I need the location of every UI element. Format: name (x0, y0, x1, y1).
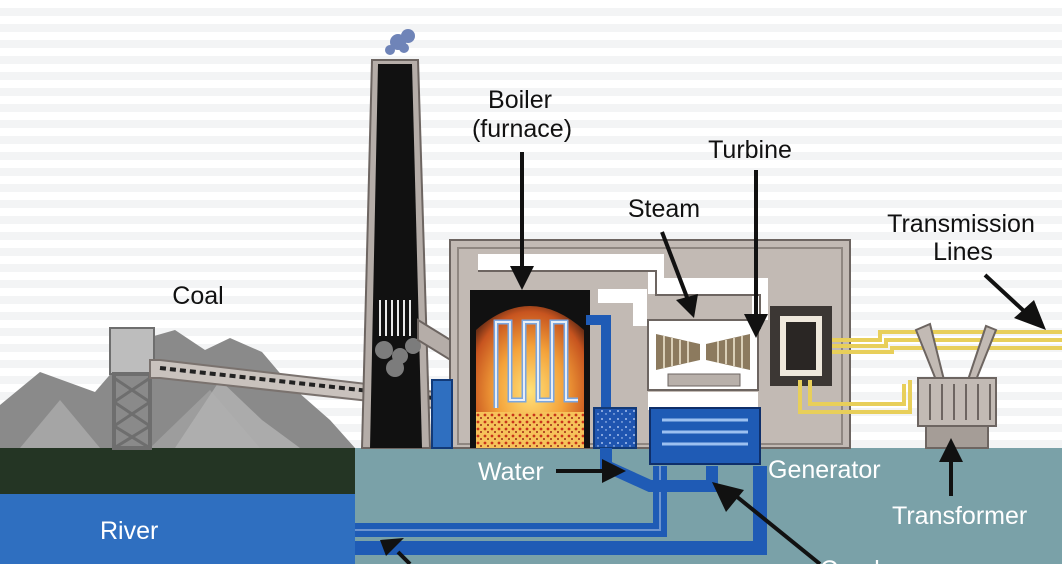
power-house (431, 239, 851, 465)
callout-arrows (380, 152, 1046, 564)
transmission-lines (798, 330, 1062, 414)
steam-label: Steam (627, 195, 701, 223)
smokestack (360, 29, 471, 449)
water-label: Water (478, 458, 544, 486)
turbine-label: Turbine (708, 136, 792, 164)
furnace-label: (furnace) (471, 115, 573, 143)
transmission-label: Transmission (887, 210, 1035, 238)
lines-label: Lines (933, 238, 993, 266)
boiler-label: Boiler (488, 86, 552, 114)
condenser-label: Cond (820, 556, 880, 564)
river-label: River (100, 517, 159, 545)
coal-label: Coal (172, 282, 224, 310)
cooling-pipes (355, 448, 767, 555)
generator-label: Generator (768, 456, 881, 484)
transformer (914, 322, 998, 449)
transformer-label: Transformer (892, 502, 1028, 530)
